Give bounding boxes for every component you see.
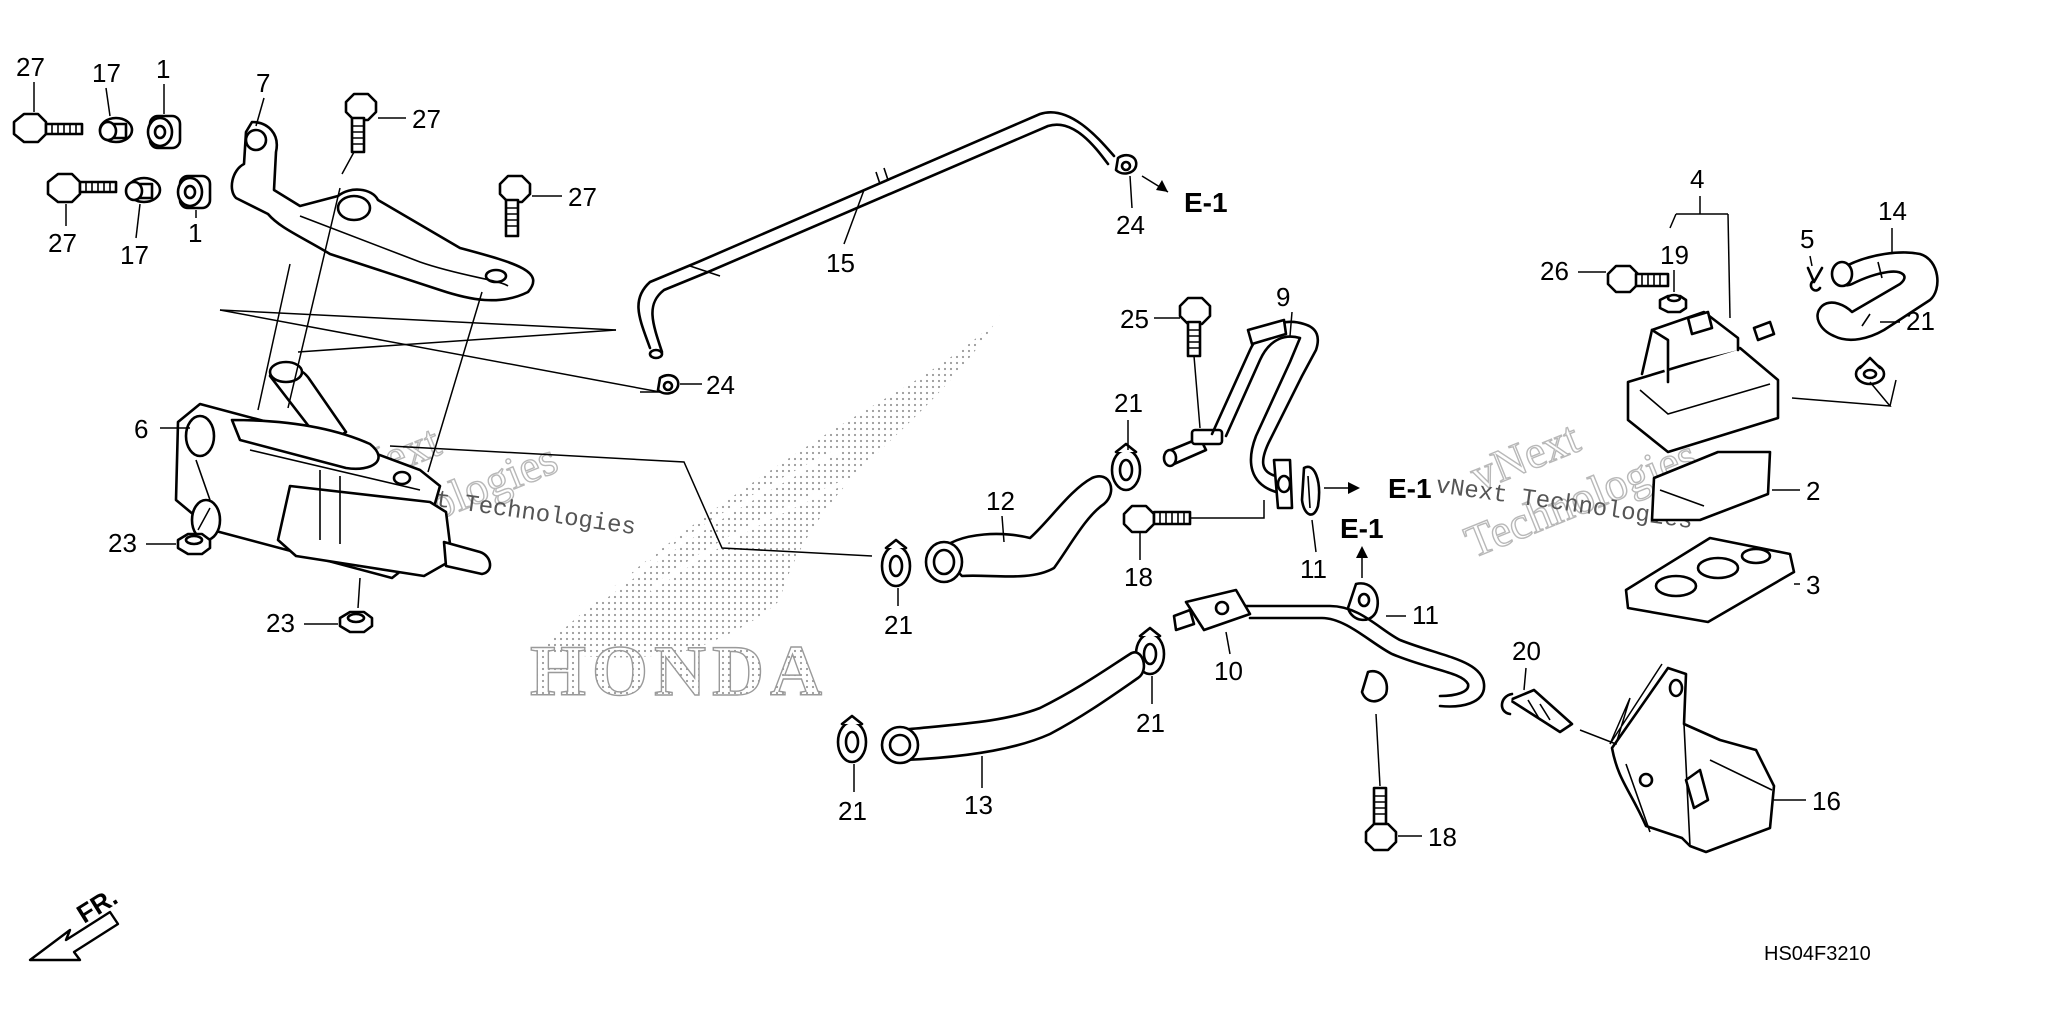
callout-6: 6: [134, 414, 148, 444]
bracket-7: [230, 120, 535, 302]
nut-23-upper: [176, 532, 212, 556]
pipe-10: [1172, 588, 1486, 708]
callout-19: 19: [1660, 240, 1689, 270]
callout-21-e: 21: [1906, 306, 1935, 336]
callout-16: 16: [1812, 786, 1841, 816]
ref-e1-lower: E-1: [1340, 513, 1384, 544]
bolt-25: [1178, 296, 1212, 358]
callout-24-b: 24: [706, 370, 735, 400]
callout-27-b: 27: [48, 228, 77, 258]
callout-17-b: 17: [120, 240, 149, 270]
callout-7: 7: [256, 68, 270, 98]
callout-27-d: 27: [568, 182, 597, 212]
clip-20: [1500, 688, 1574, 734]
cover-plate-2: [1650, 450, 1772, 522]
hose-14: [1816, 251, 1939, 342]
ref-e1-top: E-1: [1184, 187, 1228, 218]
callout-18-b: 18: [1428, 822, 1457, 852]
callout-10: 10: [1214, 656, 1243, 686]
clamp-21-hose13: [836, 714, 868, 764]
callout-12: 12: [986, 486, 1015, 516]
callout-21-d: 21: [838, 796, 867, 826]
clamp-24-bottom: [656, 373, 680, 395]
callout-2: 2: [1806, 476, 1820, 506]
callout-21-b: 21: [1114, 388, 1143, 418]
guard-16: [1610, 666, 1776, 854]
clamp-21-pipe9: [1110, 442, 1142, 492]
gasket-3: [1624, 536, 1796, 624]
callout-11-a: 11: [1300, 554, 1327, 584]
clamp-24-top: [1114, 153, 1138, 175]
callout-11-b: 11: [1412, 600, 1439, 630]
callout-21-c: 21: [1136, 708, 1165, 738]
clamp-5: [1806, 266, 1824, 292]
ref-e1-middle: E-1: [1388, 473, 1432, 504]
callout-1-a: 1: [156, 54, 170, 84]
nut-19: [1658, 293, 1688, 314]
nut-23-lower: [338, 610, 374, 634]
callout-24-a: 24: [1116, 210, 1145, 240]
clamp-21-right: [1854, 356, 1886, 386]
callout-20: 20: [1512, 636, 1541, 666]
collar-17-bottom: [124, 176, 162, 204]
bolt-27-bracket-right: [498, 174, 532, 238]
bolt-27-top-left: [12, 112, 84, 144]
pipe-9: [1162, 318, 1320, 510]
washer-11-upper: [1300, 465, 1321, 516]
grommet-1-top: [146, 114, 182, 150]
callout-23-a: 23: [108, 528, 137, 558]
bolt-27-mid-left: [46, 172, 118, 204]
bolt-18-upper: [1122, 504, 1192, 534]
assembly-6: [174, 360, 492, 580]
callout-23-b: 23: [266, 608, 295, 638]
callout-18-a: 18: [1124, 562, 1153, 592]
callout-3: 3: [1806, 570, 1820, 600]
callout-14: 14: [1878, 196, 1907, 226]
clamp-21-hose12: [880, 538, 912, 588]
callout-26: 26: [1540, 256, 1569, 286]
hose-13: [880, 651, 1146, 765]
tube-15: [637, 111, 1116, 360]
bolt-26: [1606, 264, 1670, 294]
assembly-4: [1626, 310, 1780, 454]
callout-5: 5: [1800, 224, 1814, 254]
callout-13: 13: [964, 790, 993, 820]
grommet-1-bottom: [176, 174, 212, 210]
callout-25: 25: [1120, 304, 1149, 334]
callout-17-a: 17: [92, 58, 121, 88]
callout-1-b: 1: [188, 218, 202, 248]
honda-watermark-text: HONDA: [530, 631, 828, 711]
bolt-18-lower: [1364, 786, 1398, 852]
honda-wing-watermark: HONDA: [529, 315, 1000, 712]
callout-21-a: 21: [884, 610, 913, 640]
front-direction-arrow: FR.: [28, 881, 123, 962]
hose-12: [924, 475, 1113, 584]
callout-15: 15: [826, 248, 855, 278]
callout-4: 4: [1690, 164, 1704, 194]
diagram-code: HS04F3210: [1764, 943, 1871, 965]
callout-9: 9: [1276, 282, 1290, 312]
callout-27-a: 27: [16, 52, 45, 82]
collar-17-top: [98, 116, 134, 144]
bolt-27-bracket-top: [344, 92, 378, 154]
callout-27-c: 27: [412, 104, 441, 134]
